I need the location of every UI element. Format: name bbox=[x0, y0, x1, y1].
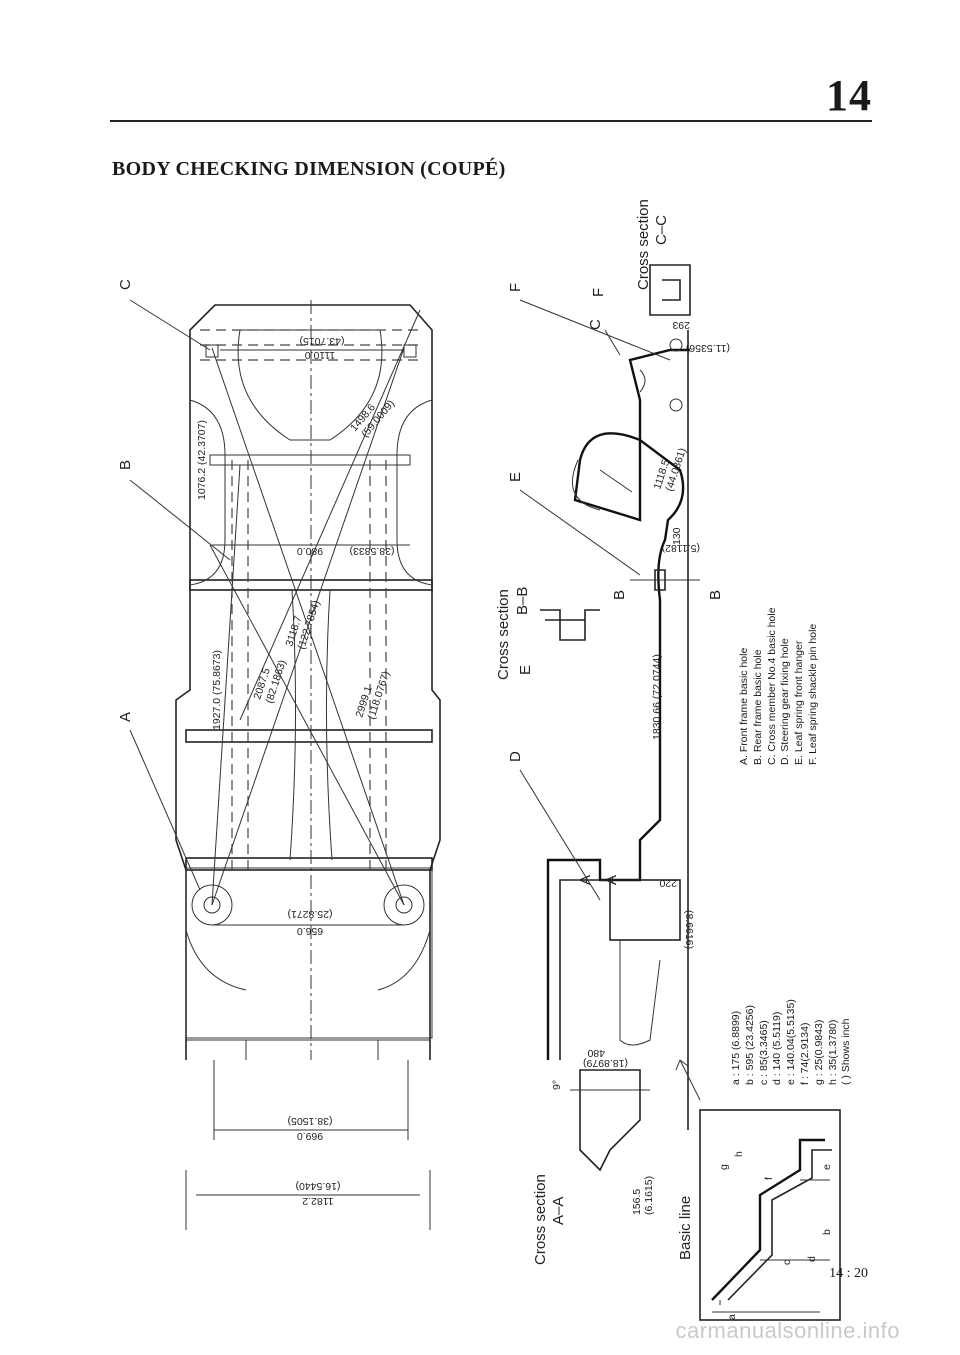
detail-inset: a b c d e f g h bbox=[675, 1059, 841, 1321]
callout-e: E bbox=[507, 472, 524, 482]
cross-section-bb-id: B–B bbox=[514, 587, 531, 615]
dim-key-c: c : 85(3.3465) bbox=[757, 1020, 770, 1085]
callout-e-bb: E bbox=[517, 665, 534, 675]
arrow-b-left: B bbox=[611, 590, 628, 600]
dim-1182-inch: (16.5440) bbox=[296, 1180, 341, 1192]
cross-sections: Cross section A–A Cross section B–B E Cr… bbox=[495, 199, 691, 1265]
dim-1927: 1927.0 (75.8673) bbox=[211, 650, 223, 730]
callout-a: A bbox=[117, 712, 134, 722]
point-key-f: F. Leaf spring shackle pin hole bbox=[806, 623, 819, 765]
watermark: carmanualsonline.info bbox=[675, 1318, 900, 1343]
arrow-b-right: B bbox=[707, 590, 724, 600]
dim-969: 969.0 bbox=[297, 1130, 323, 1142]
cross-section-aa-id: A–A bbox=[550, 1197, 567, 1225]
dim-480: 480 bbox=[587, 1047, 605, 1059]
dim-key-inch-note: ( ) Shows inch bbox=[840, 1018, 853, 1085]
callout-b: B bbox=[117, 460, 134, 470]
dim-656: 656.0 bbox=[297, 925, 323, 937]
cross-section-cc-title: Cross section bbox=[635, 199, 652, 290]
section-number: 14 bbox=[826, 71, 872, 120]
cross-section-cc-id: C–C bbox=[653, 215, 670, 245]
underbody-plan-view bbox=[175, 300, 441, 1230]
dim-480-inch: (18.8979) bbox=[583, 1057, 628, 1069]
dim-key-g: g : 25(0.9843) bbox=[812, 1019, 825, 1085]
dim-293: 293 bbox=[672, 319, 690, 331]
plan-callouts: A B C bbox=[117, 279, 231, 891]
point-key-e: E. Leaf spring front hanger bbox=[793, 640, 806, 765]
callout-d: D bbox=[507, 751, 524, 762]
dim-key-h: h : 35(1.3780) bbox=[826, 1019, 839, 1085]
side-view: B B A A C bbox=[546, 319, 724, 1130]
dim-1110-inch: (43.7015) bbox=[300, 335, 345, 347]
side-callouts: D E F bbox=[507, 283, 671, 901]
point-key-c: C. Cross member No.4 basic hole bbox=[765, 607, 778, 765]
dim-angle: 9° bbox=[551, 1080, 563, 1090]
dim-220: 220 bbox=[659, 877, 677, 889]
dim-key-f: f : 74(2.9134) bbox=[798, 1022, 811, 1085]
arrow-a-2: A bbox=[603, 875, 620, 885]
dim-156: 156.5 bbox=[631, 1189, 643, 1215]
cross-section-bb-title: Cross section bbox=[495, 589, 512, 680]
point-key-b: B. Rear frame basic hole bbox=[751, 649, 764, 765]
dim-130: 130 bbox=[671, 527, 683, 545]
detail-f: f bbox=[763, 1177, 775, 1180]
detail-b: b bbox=[821, 1229, 833, 1235]
detail-a: a bbox=[726, 1314, 738, 1320]
dim-key-b: b : 595 (23.4256) bbox=[743, 1005, 756, 1085]
dim-1830: 1830.66 (72.0744) bbox=[651, 654, 663, 740]
detail-e: e bbox=[821, 1164, 833, 1170]
dim-1110: 1110.0 bbox=[305, 349, 336, 361]
header-rule bbox=[110, 120, 872, 122]
dim-969-inch: (38.1505) bbox=[288, 1115, 333, 1127]
dimension-key: a : 175 (6.8899) b : 595 (23.4256) c : 8… bbox=[730, 755, 854, 1085]
detail-c: c bbox=[781, 1260, 793, 1265]
dim-293-inch: (11.5356) bbox=[686, 342, 730, 354]
arrow-a-1: A bbox=[577, 875, 594, 885]
point-key-d: D. Steering gear fixing hole bbox=[779, 638, 792, 765]
dim-220-inch: (8.6616) bbox=[683, 910, 695, 949]
callout-c: C bbox=[117, 279, 134, 290]
detail-g: g bbox=[718, 1164, 730, 1170]
page-title: BODY CHECKING DIMENSION (COUPÉ) bbox=[112, 158, 506, 180]
cross-section-aa-title: Cross section bbox=[532, 1174, 549, 1265]
dim-key-e: e : 140.04(5.5135) bbox=[785, 999, 798, 1085]
dim-1076: 1076.2 (42.3707) bbox=[196, 420, 208, 500]
dim-key-a: a : 175 (6.8899) bbox=[730, 1010, 742, 1085]
detail-d: d bbox=[806, 1256, 818, 1262]
dim-key-d: d : 140 (5.5119) bbox=[771, 1011, 784, 1085]
basic-line-label: Basic line bbox=[677, 1196, 694, 1260]
dim-130-inch: (5.1182) bbox=[662, 542, 700, 554]
callout-f-cc: F bbox=[590, 288, 607, 297]
callout-f: F bbox=[507, 283, 524, 292]
point-key: A. Front frame basic hole B. Rear frame … bbox=[738, 505, 821, 765]
dim-980-inch: (38.5833) bbox=[350, 545, 395, 557]
dim-656-inch: (25.8271) bbox=[288, 908, 333, 920]
dim-980: 980.0 bbox=[297, 545, 323, 557]
side-dimension-labels: 1830.66 (72.0744) 1118.5 (44.0361) 130 (… bbox=[551, 319, 730, 1215]
dim-1182: 1182.2 bbox=[302, 1195, 333, 1207]
arrow-c: C bbox=[587, 319, 604, 330]
point-key-a: A. Front frame basic hole bbox=[738, 647, 750, 765]
dim-156-inch: (6.1615) bbox=[643, 1176, 655, 1215]
plan-dimension-labels: 1182.2 (16.5440) 969.0 (38.1505) 656.0 (… bbox=[196, 335, 397, 1207]
detail-h: h bbox=[733, 1151, 745, 1157]
page-folio: 14 : 20 bbox=[829, 1266, 868, 1281]
